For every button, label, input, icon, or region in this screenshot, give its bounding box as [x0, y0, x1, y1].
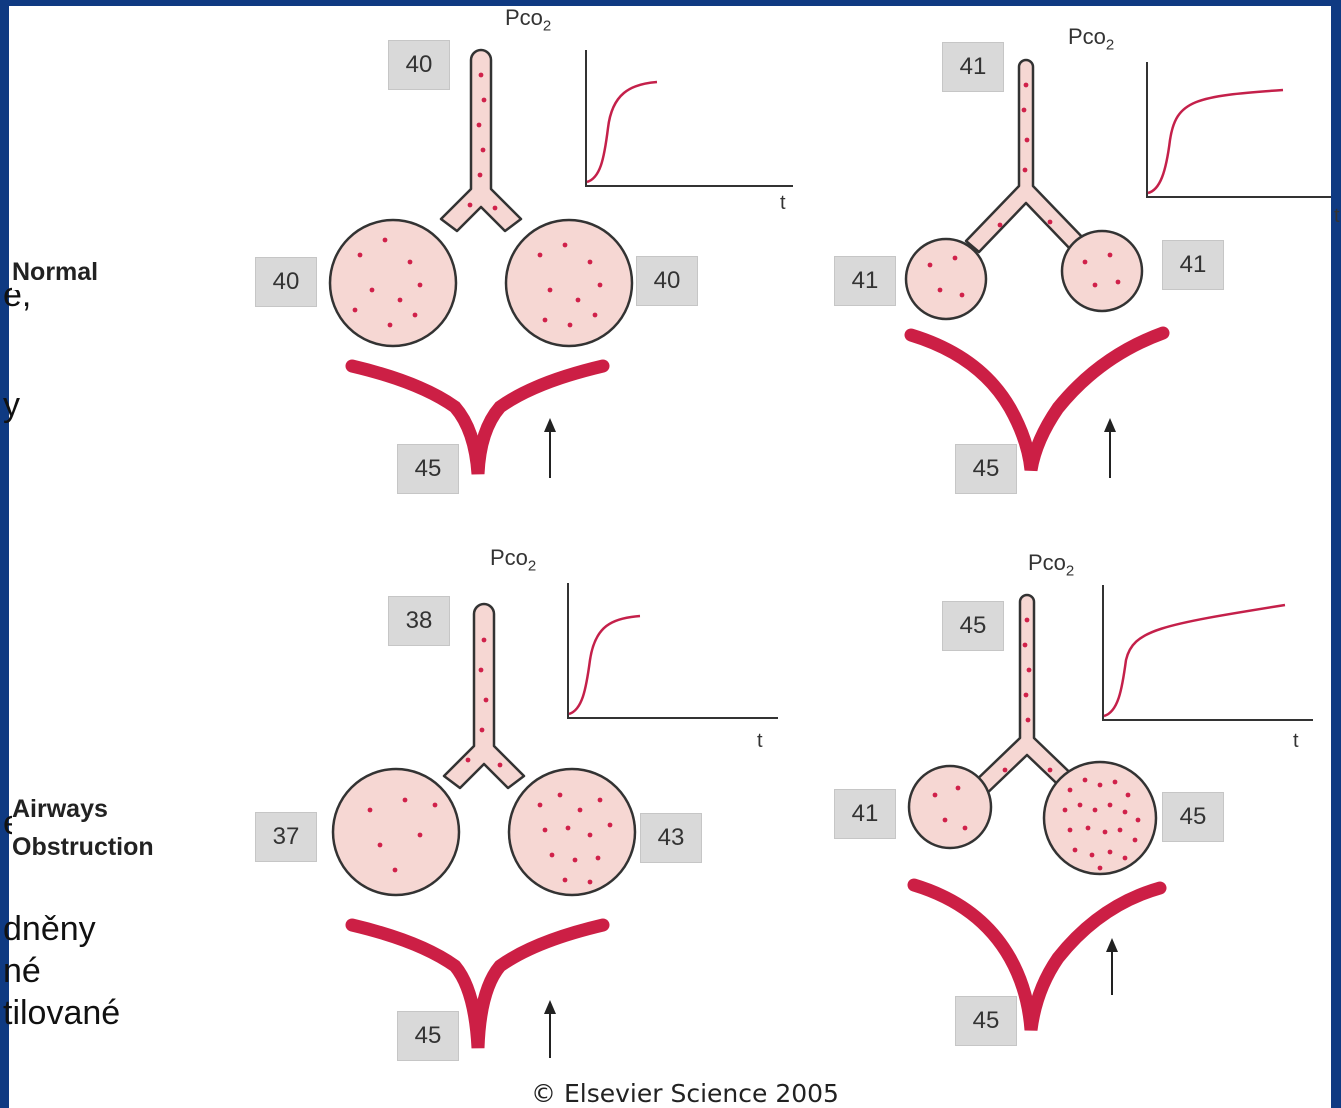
panel-normal-unequal [906, 60, 1331, 478]
panel-obstruction-unequal [909, 585, 1313, 1030]
pco2-title: Pco2 [1028, 550, 1074, 579]
pco2-title: Pco2 [490, 545, 536, 574]
airway-pco2-box: 45 [942, 601, 1004, 651]
capillary-vessel [914, 885, 1160, 1030]
time-axis-label: t [1293, 730, 1299, 753]
pco2-curve [587, 82, 657, 182]
capillary-pco2-box: 45 [397, 444, 459, 494]
pco2-curve-axes [568, 583, 778, 718]
time-axis-label: t [780, 192, 786, 215]
left-alveolus-pco2-box: 40 [255, 257, 317, 307]
panel-normal-equal [330, 50, 793, 478]
capillary-vessel [352, 925, 603, 1048]
capillary-pco2-box: 45 [397, 1011, 459, 1061]
pco2-title: Pco2 [505, 5, 551, 34]
pco2-curve-axes [586, 50, 793, 186]
right-alveolus-pco2-box: 43 [640, 813, 702, 863]
capillary-pco2-box: 45 [955, 444, 1017, 494]
flow-arrow-head [544, 418, 556, 432]
pco2-curve-axes [1147, 62, 1331, 197]
airway-pco2-box: 38 [388, 596, 450, 646]
flow-arrow-head [544, 1000, 556, 1014]
right-alveolus-pco2-box: 45 [1162, 792, 1224, 842]
alveolus-left [909, 766, 991, 848]
pco2-curve [1148, 90, 1283, 193]
copyright-notice: © Elsevier Science 2005 [500, 1079, 870, 1108]
pco2-curve [569, 616, 640, 714]
right-alveolus-pco2-box: 41 [1162, 240, 1224, 290]
panel-obstruction-equal [333, 583, 778, 1058]
alveolus-right [1062, 231, 1142, 311]
left-alveolus-pco2-box: 41 [834, 789, 896, 839]
left-alveolus-pco2-box: 37 [255, 812, 317, 862]
left-alveolus-pco2-box: 41 [834, 256, 896, 306]
capillary-vessel [911, 333, 1163, 470]
capillary-pco2-box: 45 [955, 996, 1017, 1046]
right-alveolus-pco2-box: 40 [636, 256, 698, 306]
alveolus-left [333, 769, 459, 895]
time-axis-label: t [1334, 205, 1340, 228]
airway-pco2-box: 40 [388, 40, 450, 90]
pco2-curve [1104, 605, 1285, 716]
alveolus-left [906, 239, 986, 319]
flow-arrow-head [1104, 418, 1116, 432]
pco2-title: Pco2 [1068, 24, 1114, 53]
airway-pco2-box: 41 [942, 42, 1004, 92]
alveolus-left [330, 220, 456, 346]
alveolus-right [509, 769, 635, 895]
capillary-vessel [352, 366, 603, 474]
flow-arrow-head [1106, 938, 1118, 952]
airway-tree [444, 604, 524, 788]
time-axis-label: t [757, 730, 763, 753]
